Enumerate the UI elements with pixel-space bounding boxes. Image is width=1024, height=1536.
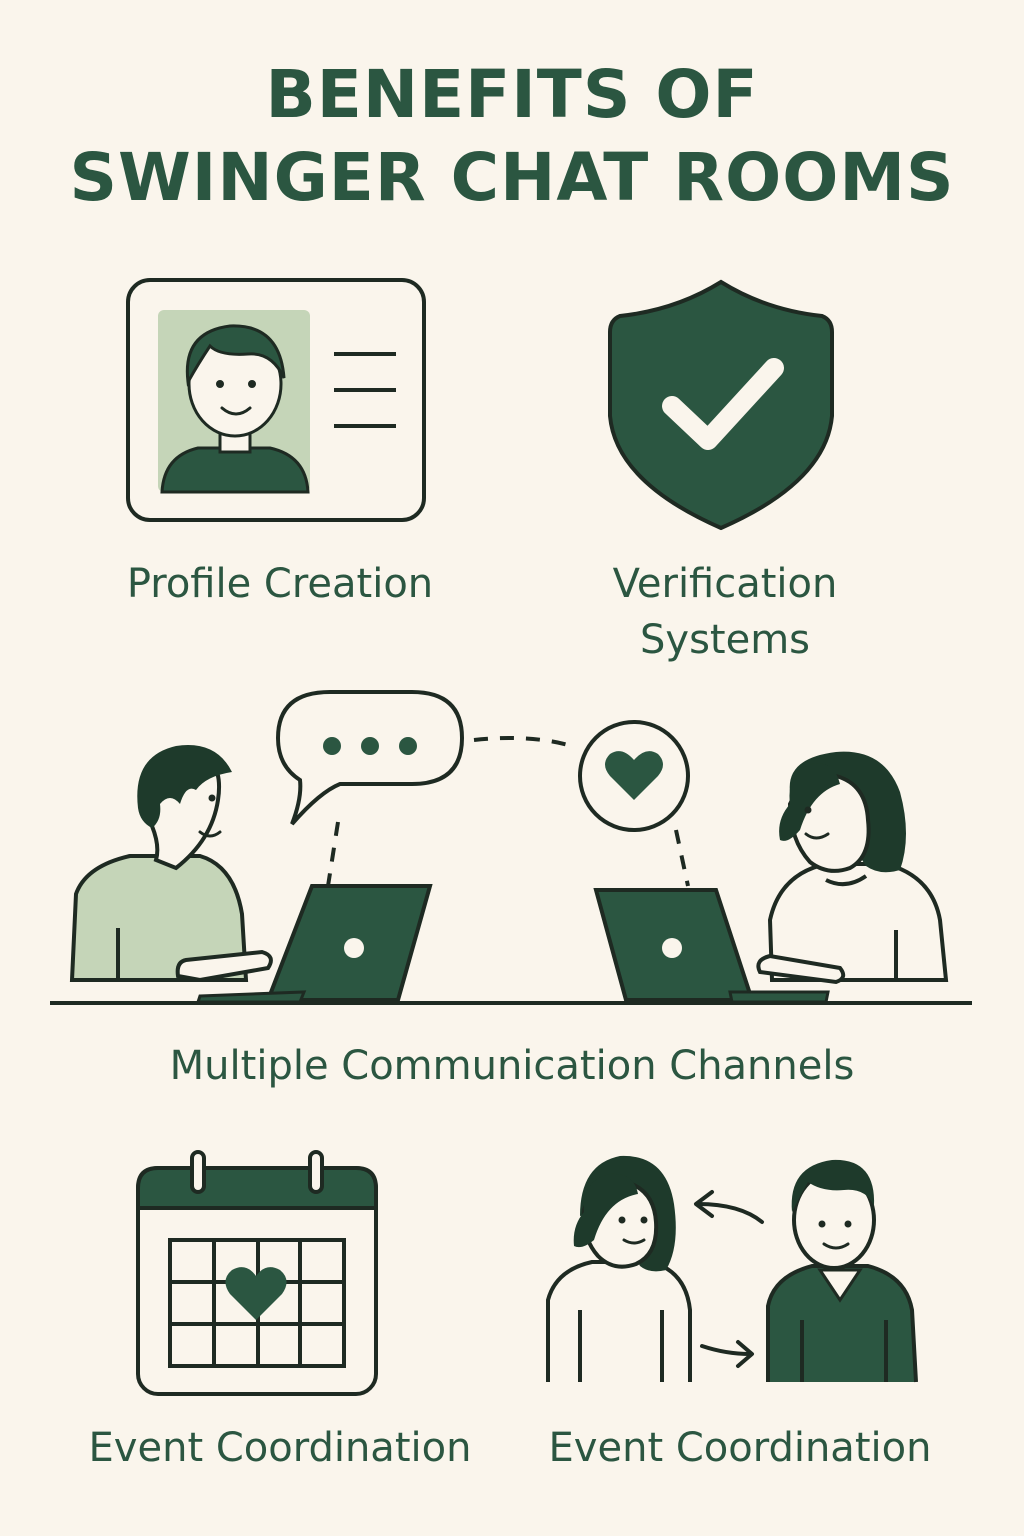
profile-card-icon (126, 278, 426, 522)
verification-label-line-1: Verification (612, 561, 838, 607)
profile-creation-label: Profile Creation (126, 561, 434, 607)
page-title-line-1: BENEFITS OF (265, 56, 759, 133)
arrow-right-icon (700, 1344, 752, 1356)
speech-bubble-icon (275, 690, 465, 826)
shield-check-icon (608, 279, 834, 531)
calendar-heart-icon (136, 1150, 378, 1396)
page-title-line-2: SWINGER CHAT ROOMS (69, 139, 955, 216)
event-coordination-label-1: Event Coordination (88, 1425, 472, 1471)
verification-label-line-2: Systems (640, 617, 810, 663)
arrow-left-icon (696, 1202, 764, 1224)
event-coordination-label-2: Event Coordination (548, 1425, 932, 1471)
people-exchange-icon (546, 1155, 918, 1383)
verification-systems-label: Verification Systems (560, 556, 890, 668)
chatting-people-icon (50, 690, 972, 1005)
communication-channels-label: Multiple Communication Channels (169, 1043, 855, 1089)
